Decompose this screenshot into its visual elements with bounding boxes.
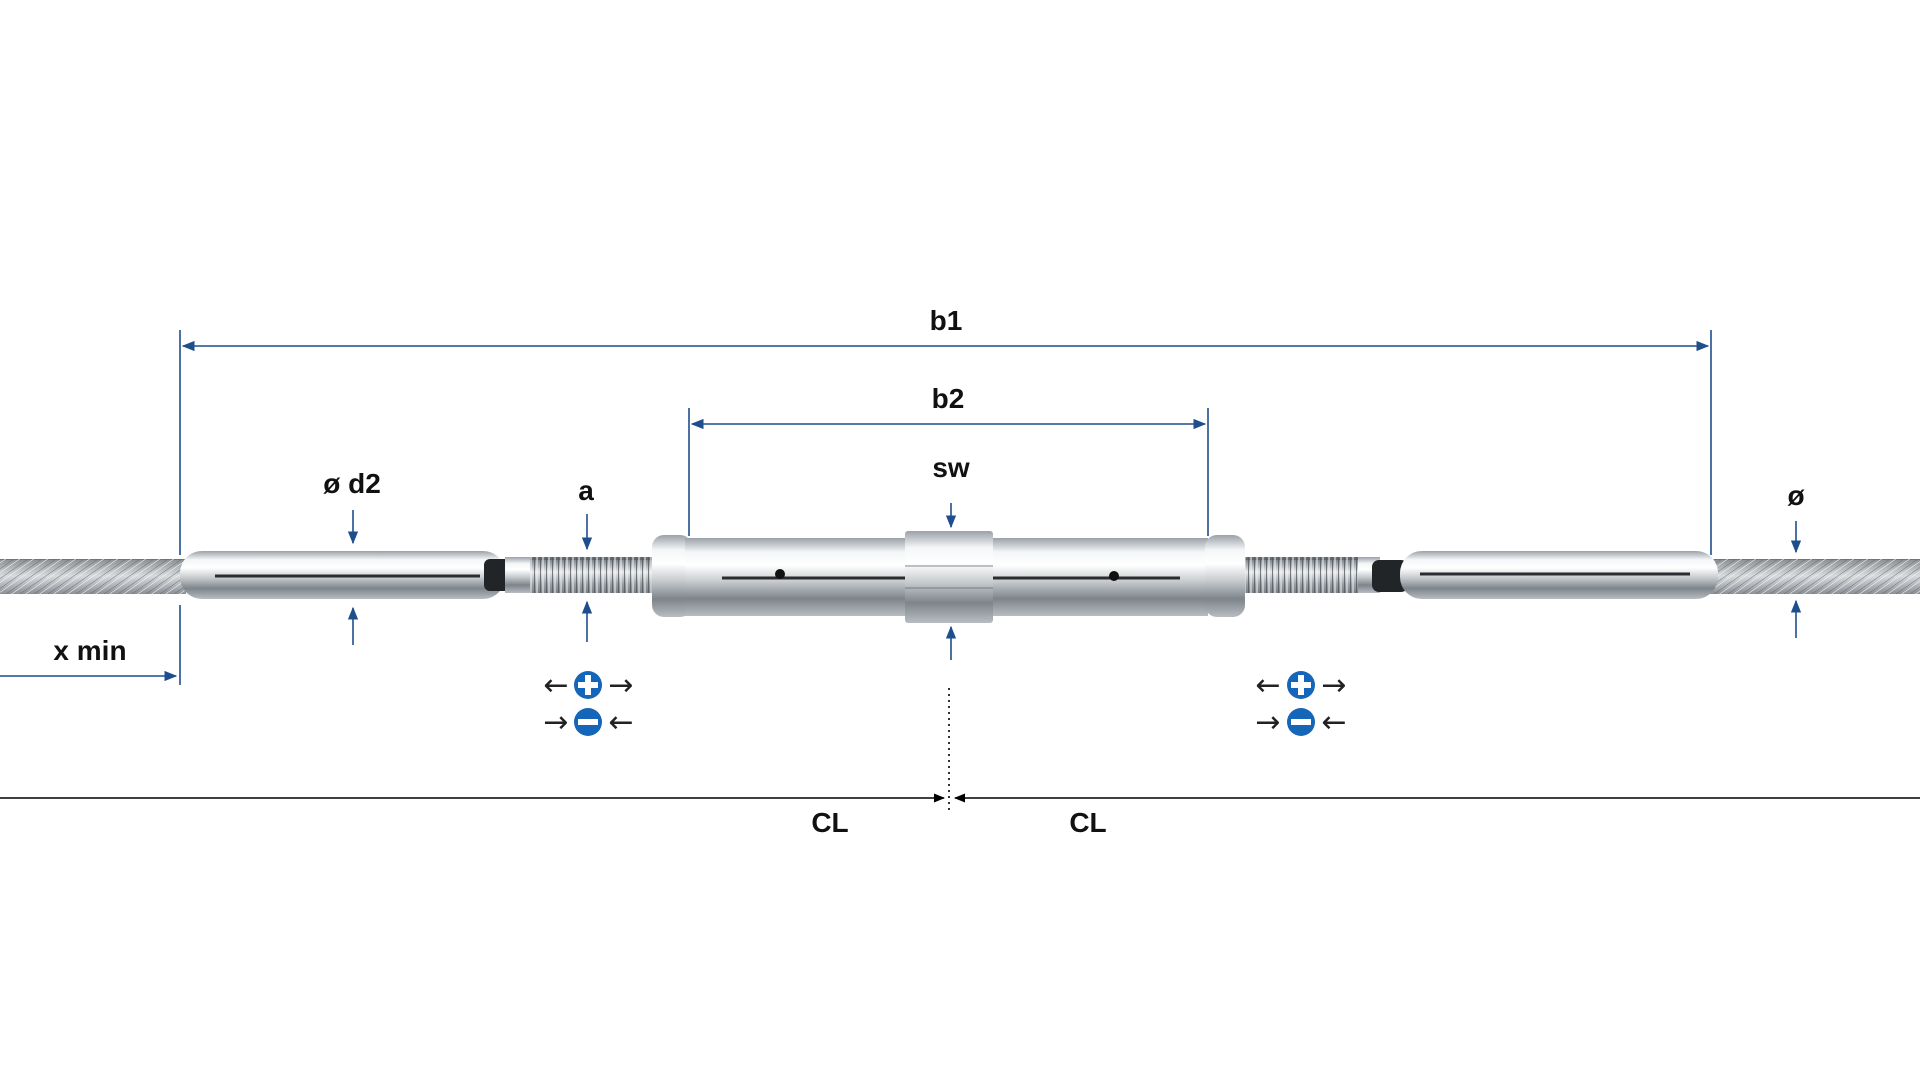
- arrow-right-icon: →: [543, 705, 568, 740]
- x-min-label: x min: [53, 635, 126, 666]
- cl-label-right: CL: [1069, 807, 1106, 838]
- adjust-indicator-right: ← → → ←: [1255, 668, 1346, 740]
- arrow-left-icon: ←: [1321, 705, 1346, 740]
- wire-rope-left: [0, 559, 186, 594]
- d2-label: ø d2: [323, 468, 381, 499]
- hex-wrench-flat: [905, 531, 993, 623]
- cl-label-left: CL: [811, 807, 848, 838]
- arrow-left-icon: ←: [608, 705, 633, 740]
- plus-circle-icon: [1287, 671, 1315, 699]
- swage-terminal-right: [1358, 551, 1718, 599]
- arrow-left-icon: ←: [1255, 668, 1280, 703]
- rope-diameter-label: ø: [1787, 480, 1804, 511]
- turnbuckle-body: [652, 531, 1245, 623]
- thread-left: [530, 557, 652, 593]
- arrow-right-icon: →: [608, 668, 633, 703]
- arrow-right-icon: →: [1321, 668, 1346, 703]
- a-label: a: [578, 475, 594, 506]
- minus-circle-icon: [1287, 708, 1315, 736]
- arrow-left-icon: ←: [543, 668, 568, 703]
- adjust-indicator-left: ← → → ←: [543, 668, 633, 740]
- plus-circle-icon: [574, 671, 602, 699]
- arrow-right-icon: →: [1255, 705, 1280, 740]
- minus-circle-icon: [574, 708, 602, 736]
- thread-right: [1245, 557, 1360, 593]
- b2-label: b2: [932, 383, 965, 414]
- sw-label: sw: [932, 452, 970, 483]
- wire-rope-right: [1710, 559, 1920, 594]
- swage-terminal-left: [180, 551, 530, 599]
- b1-label: b1: [930, 305, 963, 336]
